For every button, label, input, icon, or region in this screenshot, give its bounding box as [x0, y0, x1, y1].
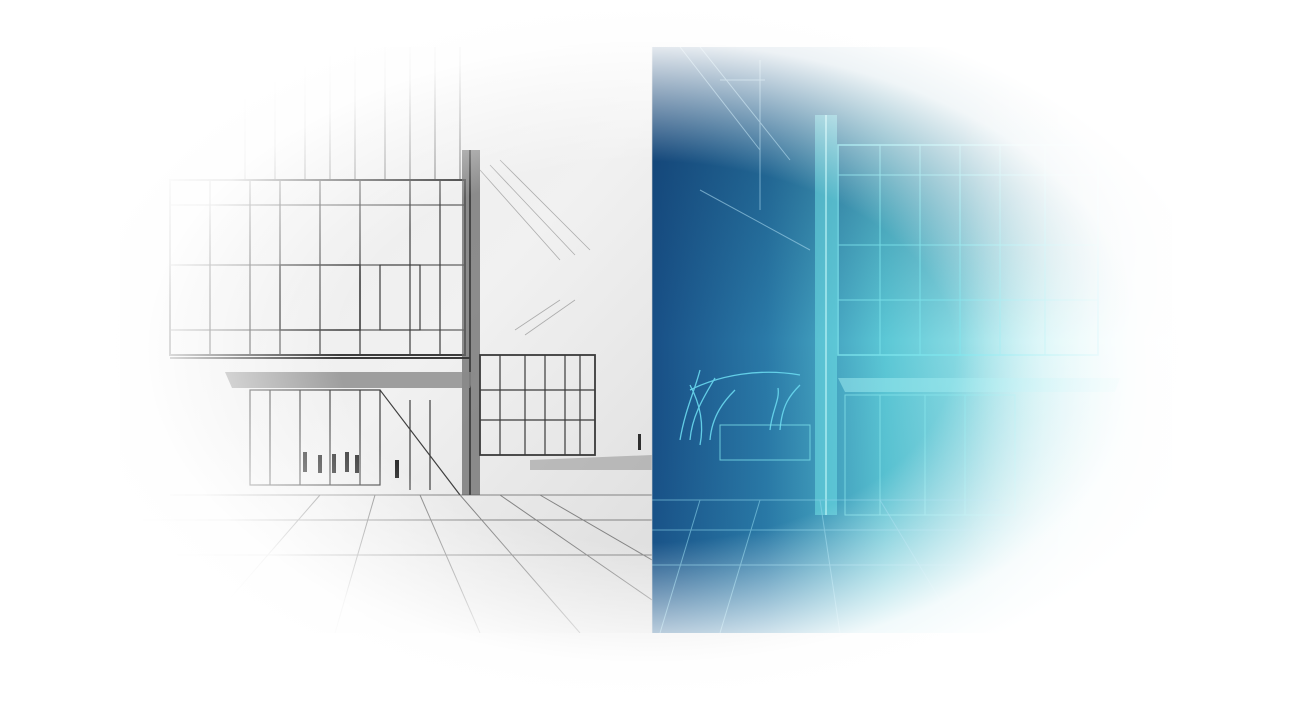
pencil-sketch-panel — [120, 47, 652, 633]
blueprint-render-panel — [652, 47, 1172, 633]
